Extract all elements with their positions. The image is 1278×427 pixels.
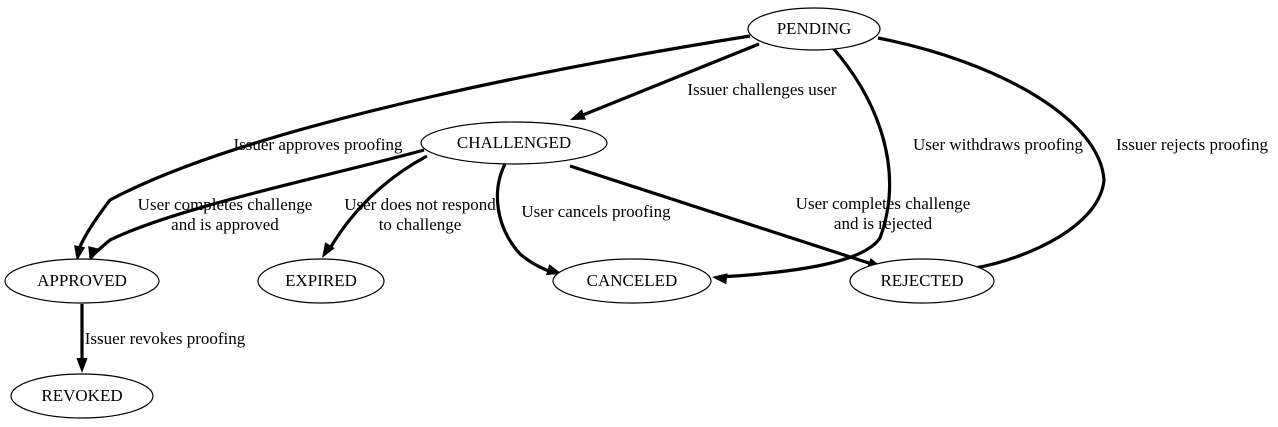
node-challenged[interactable]: CHALLENGED bbox=[420, 121, 608, 165]
edge-pending-to-rejected bbox=[877, 36, 1106, 280]
edge-labels-layer: Issuer approves proofing Issuer challenge… bbox=[85, 80, 1269, 348]
edge-challenged-to-canceled bbox=[495, 163, 562, 275]
edge-line bbox=[569, 164, 876, 267]
node-revoked[interactable]: REVOKED bbox=[10, 373, 154, 419]
edge-line bbox=[327, 154, 428, 251]
edge-arrowhead bbox=[76, 358, 88, 373]
node-label: CHALLENGED bbox=[457, 133, 571, 152]
edge-label-line: Issuer challenges user bbox=[687, 80, 837, 99]
edge-label-line: and is approved bbox=[171, 215, 279, 234]
node-approved[interactable]: APPROVED bbox=[4, 258, 160, 304]
edge-arrowhead bbox=[88, 246, 100, 262]
edge-label-approved-to-revoked: Issuer revokes proofing bbox=[85, 329, 246, 348]
edge-label-line: Issuer approves proofing bbox=[233, 135, 403, 154]
node-shape[interactable] bbox=[257, 258, 385, 304]
node-rejected[interactable]: REJECTED bbox=[849, 258, 995, 304]
edge-arrowhead bbox=[570, 109, 587, 120]
node-label: EXPIRED bbox=[285, 271, 357, 290]
edge-label-challenged-to-canceled: User cancels proofing bbox=[521, 202, 671, 221]
edge-pending-to-challenged bbox=[570, 42, 760, 120]
edge-challenged-to-expired bbox=[322, 154, 428, 258]
edge-label-pending-to-canceled: User withdraws proofing bbox=[913, 135, 1083, 154]
nodes-layer: PENDING CHALLENGED APPROVED EXPIRED CANCELED… bbox=[4, 7, 995, 419]
edge-label-line: to challenge bbox=[379, 215, 462, 234]
node-shape[interactable] bbox=[420, 121, 608, 165]
edge-pending-to-canceled bbox=[712, 46, 892, 285]
edge-line bbox=[719, 46, 892, 279]
node-label: APPROVED bbox=[37, 271, 127, 290]
edge-line bbox=[877, 36, 1106, 270]
edge-label-line: User completes challenge bbox=[796, 194, 971, 213]
node-label: REVOKED bbox=[41, 386, 122, 405]
edge-line bbox=[577, 42, 760, 119]
edge-label-line: User cancels proofing bbox=[521, 202, 671, 221]
node-shape[interactable] bbox=[747, 7, 881, 51]
edge-label-line: and is rejected bbox=[834, 214, 933, 233]
edge-label-line: Issuer revokes proofing bbox=[85, 329, 246, 348]
node-canceled[interactable]: CANCELED bbox=[552, 258, 712, 304]
node-label: CANCELED bbox=[587, 271, 678, 290]
edge-arrowhead bbox=[322, 242, 335, 258]
edge-label-pending-to-approved: Issuer approves proofing bbox=[233, 135, 403, 154]
node-shape[interactable] bbox=[10, 373, 154, 419]
edge-label-pending-to-rejected: Issuer rejects proofing bbox=[1116, 135, 1269, 154]
edge-label-pending-to-challenged: Issuer challenges user bbox=[687, 80, 837, 99]
edges-layer bbox=[74, 34, 1106, 373]
edge-label-line: User completes challenge bbox=[138, 195, 313, 214]
node-expired[interactable]: EXPIRED bbox=[257, 258, 385, 304]
edge-label-line: User withdraws proofing bbox=[913, 135, 1083, 154]
node-pending[interactable]: PENDING bbox=[747, 7, 881, 51]
node-shape[interactable] bbox=[552, 258, 712, 304]
node-shape[interactable] bbox=[849, 258, 995, 304]
edge-arrowhead bbox=[74, 245, 86, 261]
node-label: PENDING bbox=[777, 19, 852, 38]
edge-approved-to-revoked bbox=[76, 304, 88, 373]
edge-label-line: Issuer rejects proofing bbox=[1116, 135, 1269, 154]
edge-arrowhead bbox=[712, 273, 728, 285]
edge-line bbox=[75, 34, 751, 256]
edge-challenged-to-approved bbox=[88, 148, 425, 262]
edge-arrowhead bbox=[546, 264, 562, 275]
edge-line bbox=[495, 163, 556, 275]
edge-pending-to-approved bbox=[74, 34, 751, 261]
node-label: REJECTED bbox=[880, 271, 963, 290]
node-shape[interactable] bbox=[4, 258, 160, 304]
edge-label-line: User does not respond bbox=[344, 195, 496, 214]
